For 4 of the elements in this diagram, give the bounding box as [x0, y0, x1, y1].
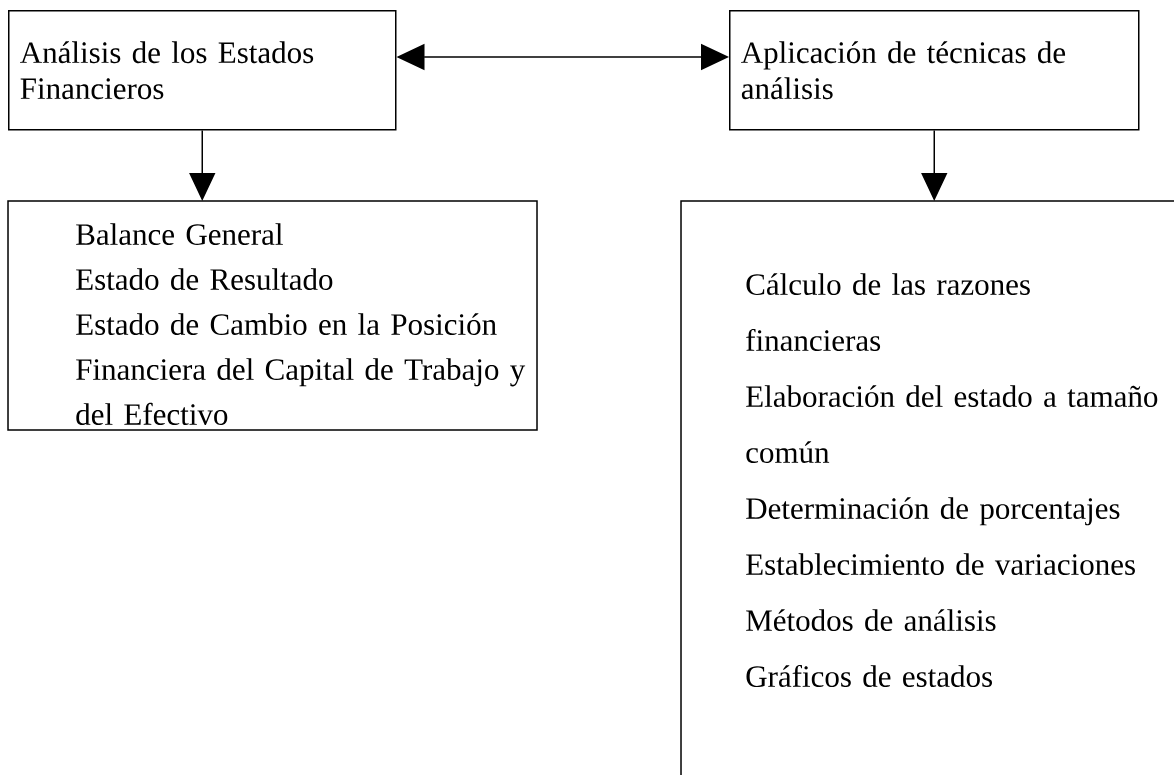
title-box: Aplicación de técnicas de análisis	[729, 10, 1140, 131]
list-box: Cálculo de las razones financieras Elaboración del estado a tamaño común Determinación de porcentajes Establecimiento de variaciones Métodos de análisis Gráficos de estados	[680, 200, 1174, 775]
list-box: Balance General Estado de Resultado Estado de Cambio en la Posición Financiera del Capital de Trabajo y del Efectivo	[7, 200, 538, 431]
title-box: Análisis de los Estados Financieros	[8, 10, 397, 131]
